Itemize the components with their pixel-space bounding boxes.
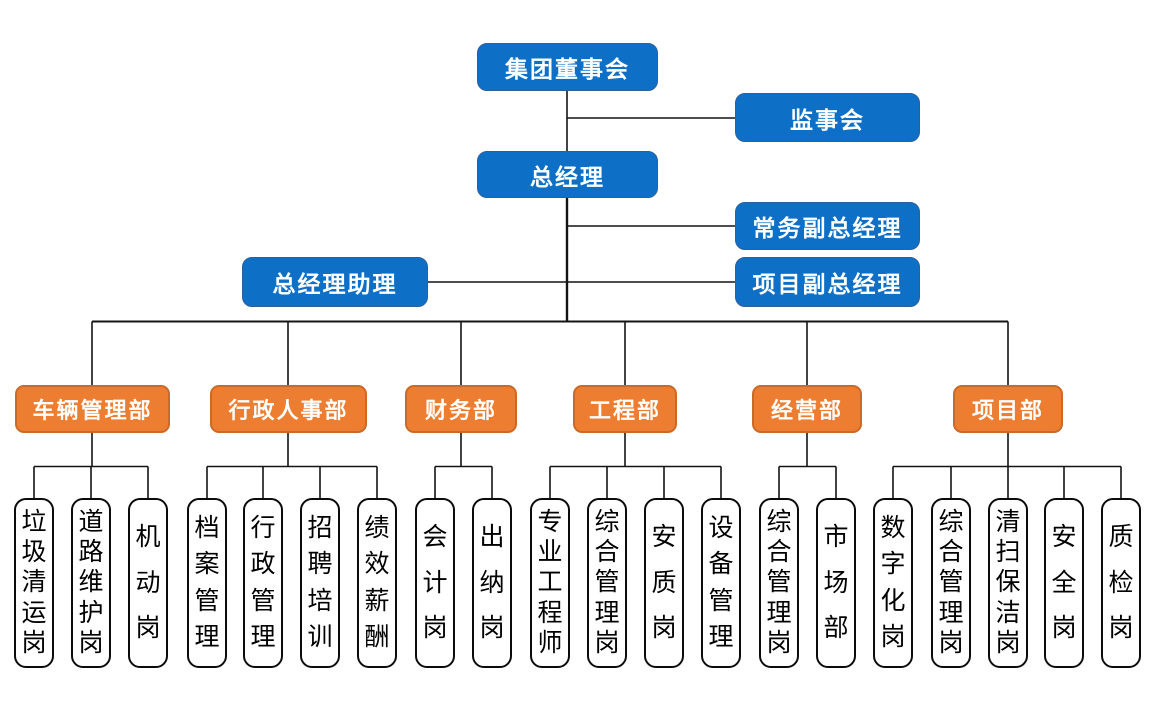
node-general-manager: 总经理 <box>477 151 658 198</box>
pos-label: 综合管理岗 <box>938 508 964 657</box>
pos-garbage-collection: 垃圾清运岗 <box>14 498 54 668</box>
dept-admin-hr: 行政人事部 <box>210 385 367 433</box>
pos-label: 数字化岗 <box>880 514 906 651</box>
dept-label: 车辆管理部 <box>32 398 153 423</box>
pos-general-management-biz: 综合管理岗 <box>759 498 799 668</box>
pos-accounting: 会计岗 <box>415 498 455 668</box>
pos-road-maintenance: 道路维护岗 <box>71 498 111 668</box>
pos-label: 机动岗 <box>135 523 161 642</box>
pos-general-management-proj: 综合管理岗 <box>931 498 971 668</box>
node-label: 总经理 <box>530 163 605 190</box>
dept-label: 财务部 <box>424 398 497 423</box>
pos-safety-quality: 安质岗 <box>644 498 684 668</box>
pos-performance-compensation: 绩效薪酬 <box>357 498 397 668</box>
pos-label: 综合管理岗 <box>594 508 620 657</box>
pos-label: 档案管理 <box>194 514 220 651</box>
pos-label: 招聘培训 <box>307 514 333 651</box>
node-supervisory-board: 监事会 <box>735 93 920 142</box>
pos-digitalization: 数字化岗 <box>873 498 913 668</box>
pos-market: 市场部 <box>816 498 856 668</box>
pos-label: 综合管理岗 <box>766 508 792 657</box>
pos-cashier: 出纳岗 <box>472 498 512 668</box>
pos-professional-engineer: 专业工程师 <box>530 498 570 668</box>
dept-vehicle-management: 车辆管理部 <box>15 385 170 433</box>
node-gm-assistant: 总经理助理 <box>242 257 428 307</box>
dept-label: 工程部 <box>588 398 661 423</box>
node-label: 常务副总经理 <box>752 215 903 241</box>
node-project-deputy-gm: 项目副总经理 <box>735 257 920 307</box>
pos-label: 垃圾清运岗 <box>21 508 47 657</box>
pos-label: 出纳岗 <box>479 523 505 642</box>
node-label: 总经理助理 <box>272 271 398 297</box>
pos-equipment-management: 设备管理 <box>701 498 741 668</box>
pos-label: 行政管理 <box>250 514 276 651</box>
node-label: 项目副总经理 <box>752 271 903 297</box>
pos-label: 专业工程师 <box>537 508 563 657</box>
dept-finance: 财务部 <box>405 385 517 433</box>
node-label: 集团董事会 <box>505 56 630 82</box>
node-executive-deputy-gm: 常务副总经理 <box>735 202 920 250</box>
node-board-of-directors: 集团董事会 <box>477 43 658 91</box>
pos-archives-management: 档案管理 <box>187 498 227 668</box>
dept-label: 行政人事部 <box>228 398 349 423</box>
pos-administration: 行政管理 <box>243 498 283 668</box>
pos-label: 清扫保洁岗 <box>995 508 1021 657</box>
pos-label: 绩效薪酬 <box>364 514 390 651</box>
dept-label: 经营部 <box>770 398 843 423</box>
pos-quality-inspection: 质检岗 <box>1101 498 1141 668</box>
pos-label: 质检岗 <box>1108 523 1134 642</box>
dept-label: 项目部 <box>971 398 1044 423</box>
pos-safety: 安全岗 <box>1044 498 1084 668</box>
pos-cleaning: 清扫保洁岗 <box>988 498 1028 668</box>
dept-engineering: 工程部 <box>573 385 677 433</box>
pos-general-management-eng: 综合管理岗 <box>587 498 627 668</box>
node-label: 监事会 <box>790 106 865 133</box>
pos-label: 会计岗 <box>422 523 448 642</box>
dept-project: 项目部 <box>953 385 1063 433</box>
pos-label: 安全岗 <box>1051 523 1077 642</box>
dept-business: 经营部 <box>752 385 862 433</box>
pos-label: 市场部 <box>823 523 849 642</box>
pos-mobile: 机动岗 <box>128 498 168 668</box>
pos-label: 安质岗 <box>651 523 677 642</box>
pos-label: 道路维护岗 <box>78 508 104 657</box>
pos-label: 设备管理 <box>708 514 734 651</box>
pos-recruiting-training: 招聘培训 <box>300 498 340 668</box>
